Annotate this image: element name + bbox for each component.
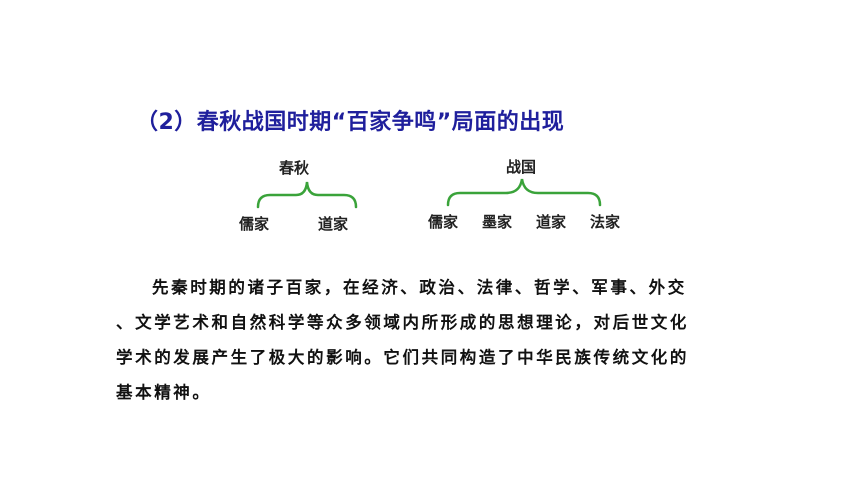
paragraph-line-2: 、文学艺术和自然科学等众多领域内所形成的思想理论，对后世文化 xyxy=(116,313,689,332)
item-daojia-chunqiu: 道家 xyxy=(318,215,349,233)
item-rujia-zhanguo: 儒家 xyxy=(428,213,459,231)
item-rujia-chunqiu: 儒家 xyxy=(239,215,270,233)
left-brace xyxy=(256,181,358,209)
item-mojia-zhanguo: 墨家 xyxy=(482,213,513,231)
paragraph-line-1: 先秦时期的诸子百家，在经济、政治、法律、哲学、军事、外交 xyxy=(152,278,687,297)
item-fajia-zhanguo: 法家 xyxy=(590,213,621,231)
paragraph-line-4: 基本精神。 xyxy=(116,383,212,402)
paragraph-line-3: 学术的发展产生了极大的影响。它们共同构造了中华民族传统文化的 xyxy=(116,348,689,367)
group-label-chunqiu: 春秋 xyxy=(279,159,310,177)
right-brace xyxy=(446,178,602,207)
group-label-zhanguo: 战国 xyxy=(506,158,537,176)
item-daojia-zhanguo: 道家 xyxy=(536,213,567,231)
section-title: （2）春秋战国时期“百家争鸣”局面的出现 xyxy=(136,110,565,135)
